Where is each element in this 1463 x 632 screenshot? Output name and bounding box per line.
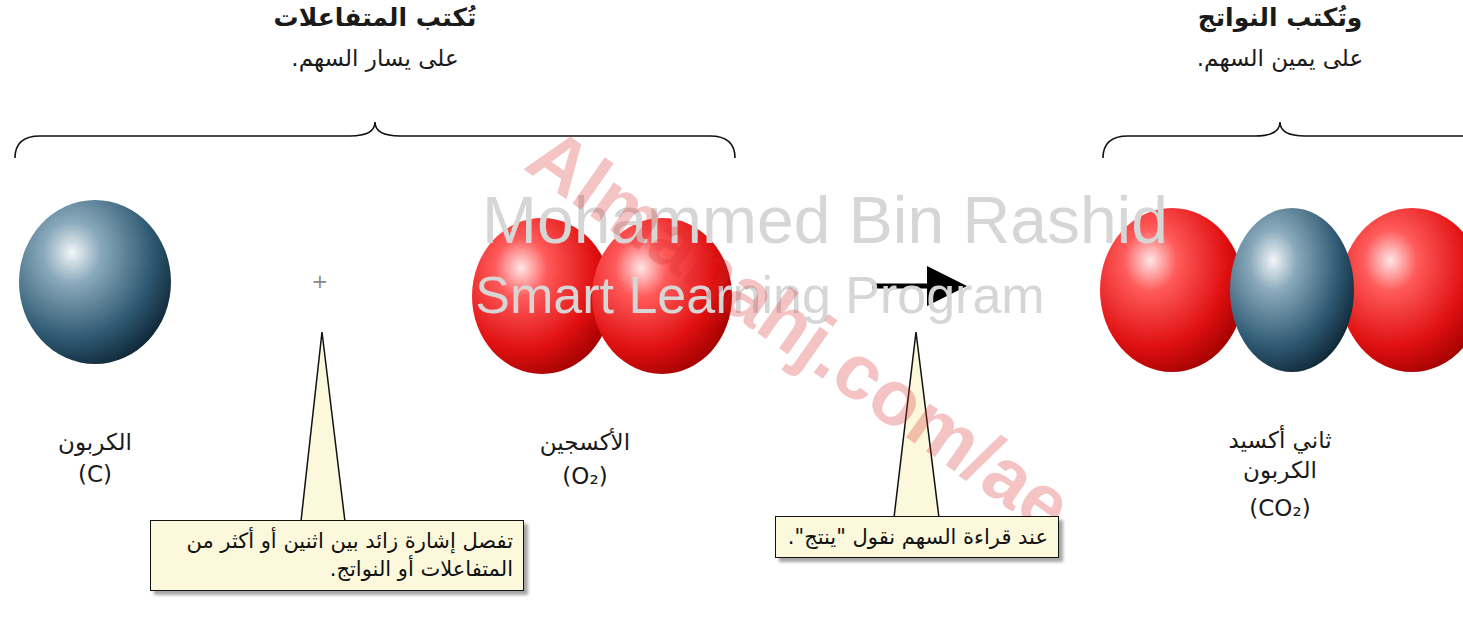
chemical-formula: (O₂) — [562, 462, 607, 492]
plus-sign: + — [312, 268, 329, 294]
chemical-formula: (C) — [78, 460, 112, 490]
callout-text: عند قراءة السهم نقول "ينتج". — [786, 523, 1048, 551]
callout-box: تفصل إشارة زائد بين اثنين أو أكثر من الم… — [150, 520, 524, 591]
substance-name: الكربون — [58, 428, 132, 458]
callout-box: عند قراءة السهم نقول "ينتج". — [775, 516, 1059, 558]
substance-name: ثاني أكسيد الكربون — [1205, 426, 1355, 486]
reactants-heading: تُكتب المتفاعلات — [274, 2, 477, 35]
callout-pointer — [300, 332, 346, 530]
oxygen-atom — [1340, 208, 1463, 372]
callout-text: تفصل إشارة زائد بين اثنين أو أكثر من الم… — [161, 527, 513, 584]
products-brace — [1103, 122, 1463, 158]
products-note: على يمين السهم. — [1197, 44, 1363, 74]
carbon-atom — [19, 200, 171, 364]
substance-name: الأكسجين — [540, 428, 630, 458]
chemical-formula: (CO₂) — [1249, 494, 1310, 524]
reactants-note: على يسار السهم. — [291, 44, 458, 74]
carbon-atom — [1230, 208, 1354, 372]
products-heading: وتُكتب النواتج — [1198, 2, 1363, 35]
